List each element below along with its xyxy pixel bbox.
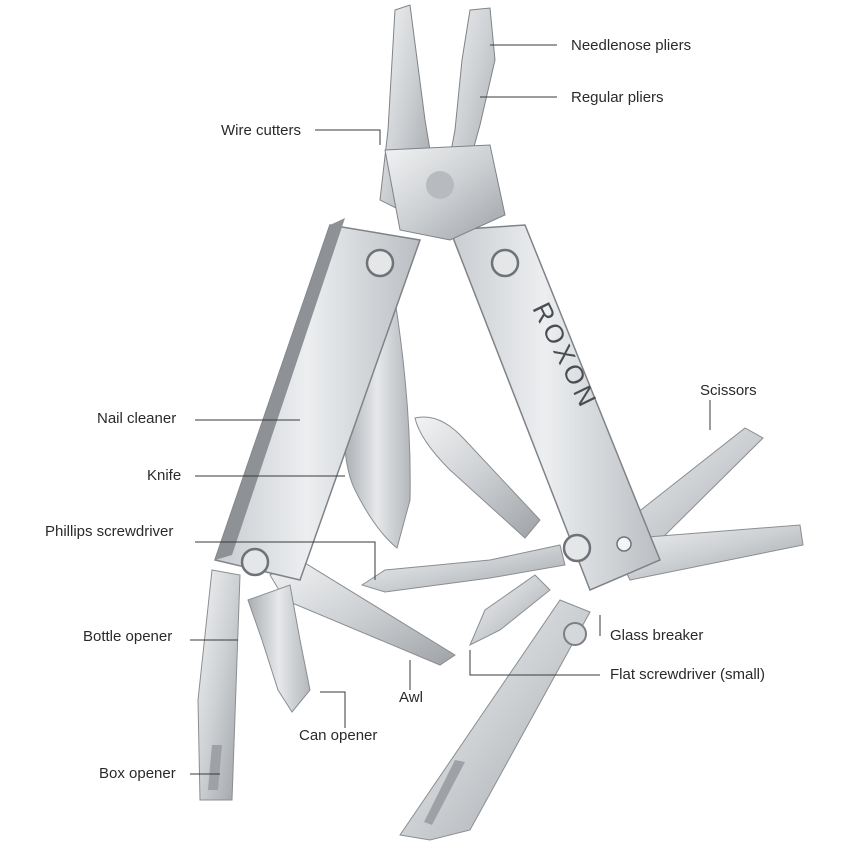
blade-slot [424, 760, 465, 825]
nail-cleaner-blade [414, 416, 541, 539]
label-knife: Knife [147, 467, 182, 484]
leader-lines [190, 44, 711, 775]
label-flat-screwdriver-small: Flat screwdriver (small) [610, 666, 766, 683]
box-opener-tool [197, 569, 241, 801]
label-regular-pliers: Regular pliers [571, 89, 664, 106]
label-phillips-screwdriver: Phillips screwdriver [45, 523, 174, 540]
can-opener-tool [247, 584, 311, 713]
label-needlenose-pliers: Needlenose pliers [571, 37, 692, 54]
right-handle [448, 224, 661, 591]
label-scissors: Scissors [700, 382, 757, 399]
label-can-opener: Can opener [299, 727, 378, 744]
label-glass-breaker: Glass breaker [610, 627, 704, 644]
glass-breaker-tip [616, 536, 632, 552]
left-handle-edge [215, 218, 345, 560]
flat-screwdriver-tool [469, 574, 551, 647]
phillips-screwdriver-tool [360, 544, 566, 593]
label-nail-cleaner: Nail cleaner [97, 410, 177, 427]
label-bottle-opener: Bottle opener [83, 628, 173, 645]
pivot-screw [563, 622, 587, 646]
label-box-opener: Box opener [99, 765, 176, 782]
handle-screws [240, 248, 592, 577]
plier-pivot [426, 171, 454, 199]
box-opener-slot [208, 745, 222, 790]
label-wire-cutters: Wire cutters [221, 122, 302, 139]
folding-blade-handle [399, 599, 591, 841]
label-awl: Awl [399, 689, 423, 706]
